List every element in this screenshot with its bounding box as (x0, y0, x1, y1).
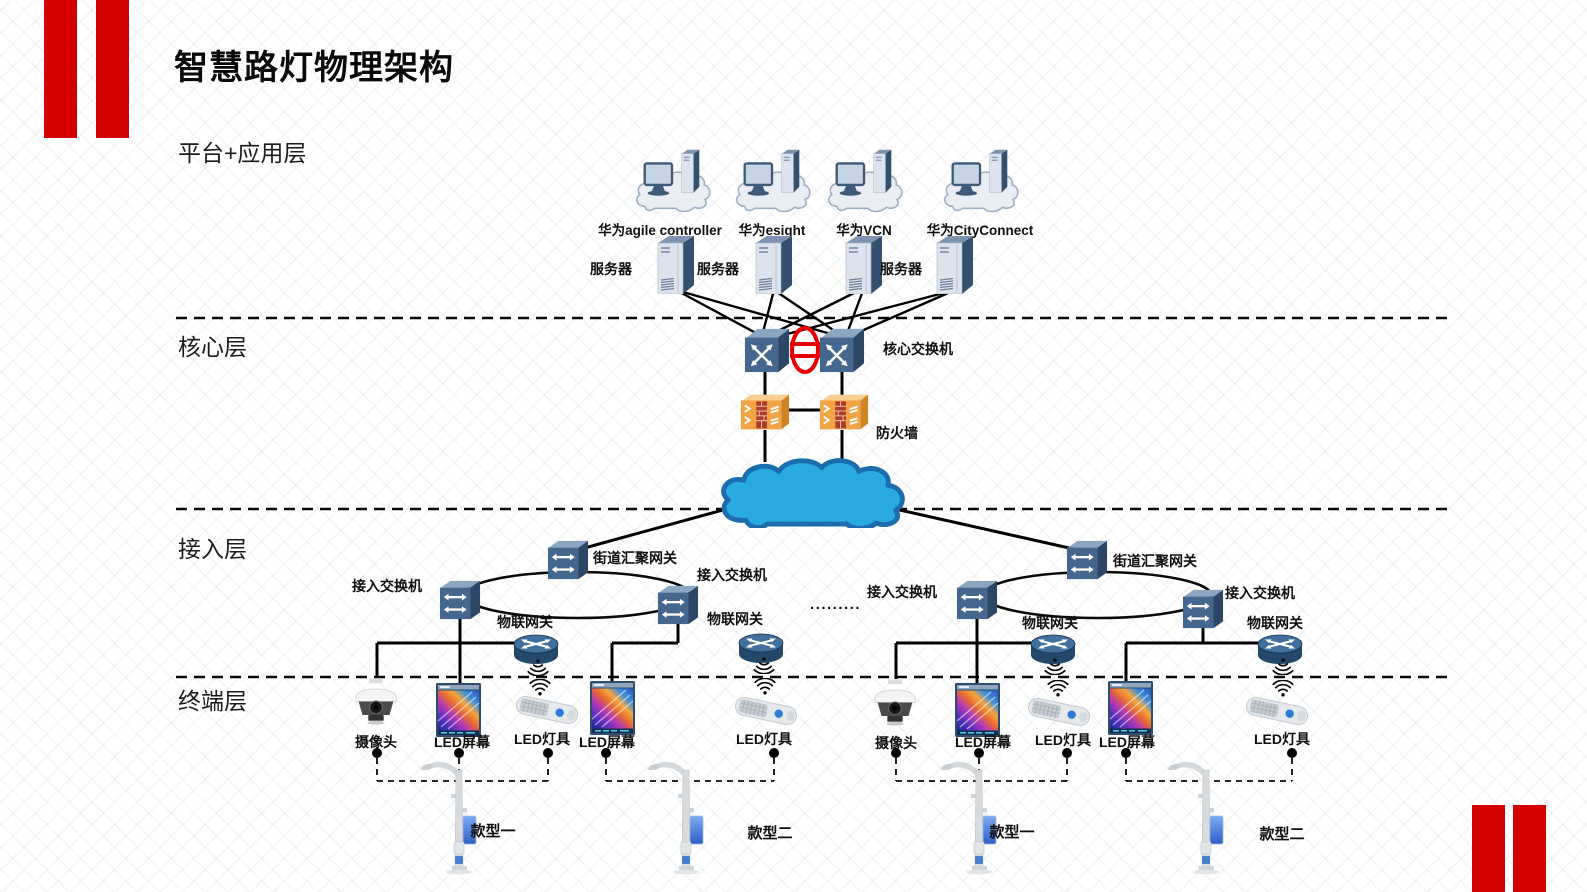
street-pole-icon (1157, 756, 1247, 876)
led-lamp-label: LED灯具 (1035, 732, 1091, 748)
layer-label-platform: 平台+应用层 (178, 140, 307, 166)
red-bar-bottom-2 (1513, 805, 1546, 892)
street-gateway-label: 街道汇聚网关 (1113, 553, 1197, 569)
led-screen-icon (955, 683, 1000, 737)
wifi-signal-icon (527, 659, 549, 676)
access-switch-label: 接入交换机 (1225, 585, 1295, 601)
pc-on-cloud-icon (941, 147, 1019, 215)
pole-brackets (376, 758, 1293, 782)
camera-label: 摄像头 (875, 735, 917, 751)
wifi-signal-icon (754, 678, 776, 695)
network-cloud-icon (710, 456, 910, 528)
firewall-label: 防火墙 (876, 425, 918, 441)
server-links (675, 286, 956, 340)
led-lamp-label: LED灯具 (1254, 731, 1310, 747)
core-switch-label: 核心交换机 (883, 341, 953, 357)
server-tower-icon (752, 236, 796, 294)
access-switch-label: 接入交换机 (697, 567, 767, 583)
server-tower-icon (654, 236, 698, 294)
pole-model-label: 款型一 (989, 824, 1035, 841)
layer-label-core: 核心层 (178, 334, 247, 360)
led-screen-label: LED屏幕 (579, 734, 635, 750)
access-switch-label: 接入交换机 (352, 578, 422, 594)
server-label: 服务器 (880, 261, 922, 277)
wifi-signal-icon (1272, 658, 1294, 675)
ellipsis: ......... (810, 596, 862, 613)
iot-gateway-label: 物联网关 (497, 614, 553, 630)
street-gateway-label: 街道汇聚网关 (593, 550, 677, 566)
server-label: 服务器 (697, 261, 739, 277)
wifi-signal-icon (753, 657, 775, 674)
led-screen-icon (1108, 681, 1153, 735)
access-switch-icon (656, 584, 700, 626)
server-label: 服务器 (590, 261, 632, 277)
cluster-ring (790, 326, 820, 374)
app-label: 华为VCN (836, 223, 892, 238)
access-switch-label: 接入交换机 (867, 584, 937, 600)
dome-camera-icon (349, 678, 403, 725)
dome-camera-icon (868, 679, 922, 726)
firewall-icon (739, 392, 791, 432)
street-gateway-switch-icon (546, 539, 590, 581)
red-bar-top-1 (44, 0, 77, 138)
layer-label-terminal: 终端层 (178, 688, 247, 714)
pc-on-cloud-icon (733, 147, 811, 215)
iot-gateway-label: 物联网关 (1022, 615, 1078, 631)
camera-label: 摄像头 (355, 734, 397, 750)
iot-gateway-label: 物联网关 (1247, 615, 1303, 631)
red-bar-bottom-1 (1472, 805, 1505, 892)
app-label: 华为esight (738, 223, 806, 238)
access-switch-icon (955, 579, 999, 621)
led-lamp-label: LED灯具 (736, 731, 792, 747)
access-switch-icon (1181, 588, 1225, 630)
core-switch-icon (818, 327, 866, 373)
wifi-signal-icon (1044, 658, 1066, 675)
street-pole-icon (930, 756, 1020, 876)
pole-model-label: 款型二 (1259, 826, 1305, 843)
layer-label-access: 接入层 (178, 536, 247, 562)
street-gateway-switch-icon (1065, 539, 1109, 581)
led-screen-label: LED屏幕 (434, 734, 490, 750)
terminal-links (375, 618, 1262, 685)
pole-model-label: 款型一 (470, 823, 516, 840)
pc-on-cloud-icon (633, 147, 711, 215)
core-switch-icon (743, 327, 791, 373)
page-title: 智慧路灯物理架构 (174, 49, 454, 87)
led-screen-label: LED屏幕 (1099, 734, 1155, 750)
device-anchor-dots (372, 748, 1297, 758)
street-pole-icon (410, 756, 500, 876)
pole-model-label: 款型二 (747, 825, 793, 842)
red-bar-top-2 (96, 0, 129, 138)
led-screen-icon (590, 681, 635, 735)
led-lamp-label: LED灯具 (514, 731, 570, 747)
app-label: 华为agile controller (598, 223, 722, 238)
server-tower-icon (933, 236, 977, 294)
iot-gateway-label: 物联网关 (707, 611, 763, 627)
access-switch-icon (438, 579, 482, 621)
led-screen-icon (436, 683, 481, 737)
cloud-links (569, 504, 1088, 554)
led-screen-label: LED屏幕 (955, 734, 1011, 750)
firewall-icon (818, 392, 870, 432)
street-pole-icon (637, 756, 727, 876)
app-label: 华为CityConnect (926, 223, 1034, 238)
pc-on-cloud-icon (825, 147, 903, 215)
